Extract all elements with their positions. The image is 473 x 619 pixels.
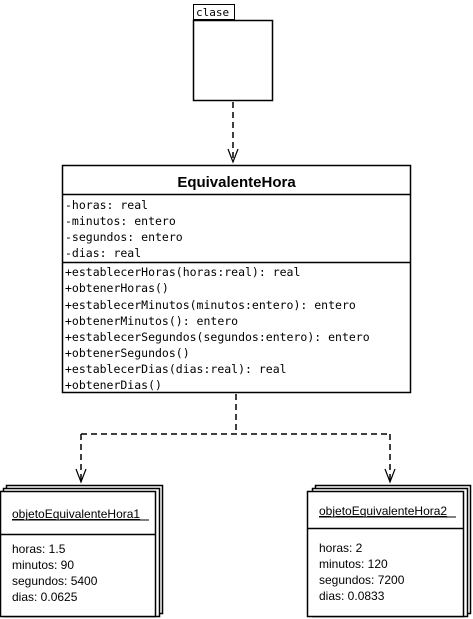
object-1: objetoEquivalenteHora1 horas: 1.5 minuto… <box>0 484 164 618</box>
object-1-slot-dias: dias: 0.0625 <box>12 590 78 604</box>
attribute-dias: -dias: real <box>65 246 141 260</box>
class-equivalente-hora: EquivalenteHora -horas: real -minutos: e… <box>61 164 412 394</box>
method-establecer-dias: +establecerDias(dias:real): real <box>65 362 287 376</box>
object-1-slot-minutos: minutos: 90 <box>12 558 74 572</box>
object-2-slot-dias: dias: 0.0833 <box>319 589 385 603</box>
method-establecer-minutos: +establecerMinutos(minutos:entero): ente… <box>65 298 356 312</box>
object-1-slot-segundos: segundos: 5400 <box>12 574 98 588</box>
class-box-border <box>61 164 412 394</box>
class-name: EquivalenteHora <box>177 174 296 191</box>
method-obtener-minutos: +obtenerMinutos(): entero <box>65 314 238 328</box>
class-methods: +establecerHoras(horas:real): real +obte… <box>65 265 370 392</box>
class-attributes: -horas: real -minutos: entero -segundos:… <box>65 198 183 260</box>
template-clase: clase <box>192 4 274 102</box>
method-obtener-segundos: +obtenerSegundos() <box>65 346 190 360</box>
object-2-slot-segundos: segundos: 7200 <box>319 573 405 587</box>
attribute-minutos: -minutos: entero <box>65 214 176 228</box>
attribute-horas: -horas: real <box>65 198 148 212</box>
template-label: clase <box>196 6 229 19</box>
method-obtener-dias: +obtenerDias() <box>65 378 162 392</box>
dependency-arrows-to-objects <box>75 394 396 484</box>
object-2: objetoEquivalenteHora2 horas: 2 minutos:… <box>306 484 472 618</box>
object-1-slot-horas: horas: 1.5 <box>12 542 66 556</box>
template-tab <box>193 4 235 20</box>
object-1-box <box>0 490 157 618</box>
template-body <box>192 19 274 102</box>
method-obtener-horas: +obtenerHoras() <box>65 281 169 295</box>
object-2-name: objetoEquivalenteHora2 <box>319 504 447 518</box>
object-2-slot-minutos: minutos: 120 <box>319 557 388 571</box>
arrowhead-right <box>384 468 396 484</box>
method-establecer-horas: +establecerHoras(horas:real): real <box>65 265 300 279</box>
arrowhead-left <box>75 468 87 484</box>
dependency-arrow-to-template <box>227 102 239 164</box>
object-2-slot-horas: horas: 2 <box>319 541 363 555</box>
object-2-box <box>306 490 465 618</box>
object-1-name: objetoEquivalenteHora1 <box>12 507 140 521</box>
attribute-segundos: -segundos: entero <box>65 230 183 244</box>
method-establecer-segundos: +establecerSegundos(segundos:entero): en… <box>65 330 370 344</box>
